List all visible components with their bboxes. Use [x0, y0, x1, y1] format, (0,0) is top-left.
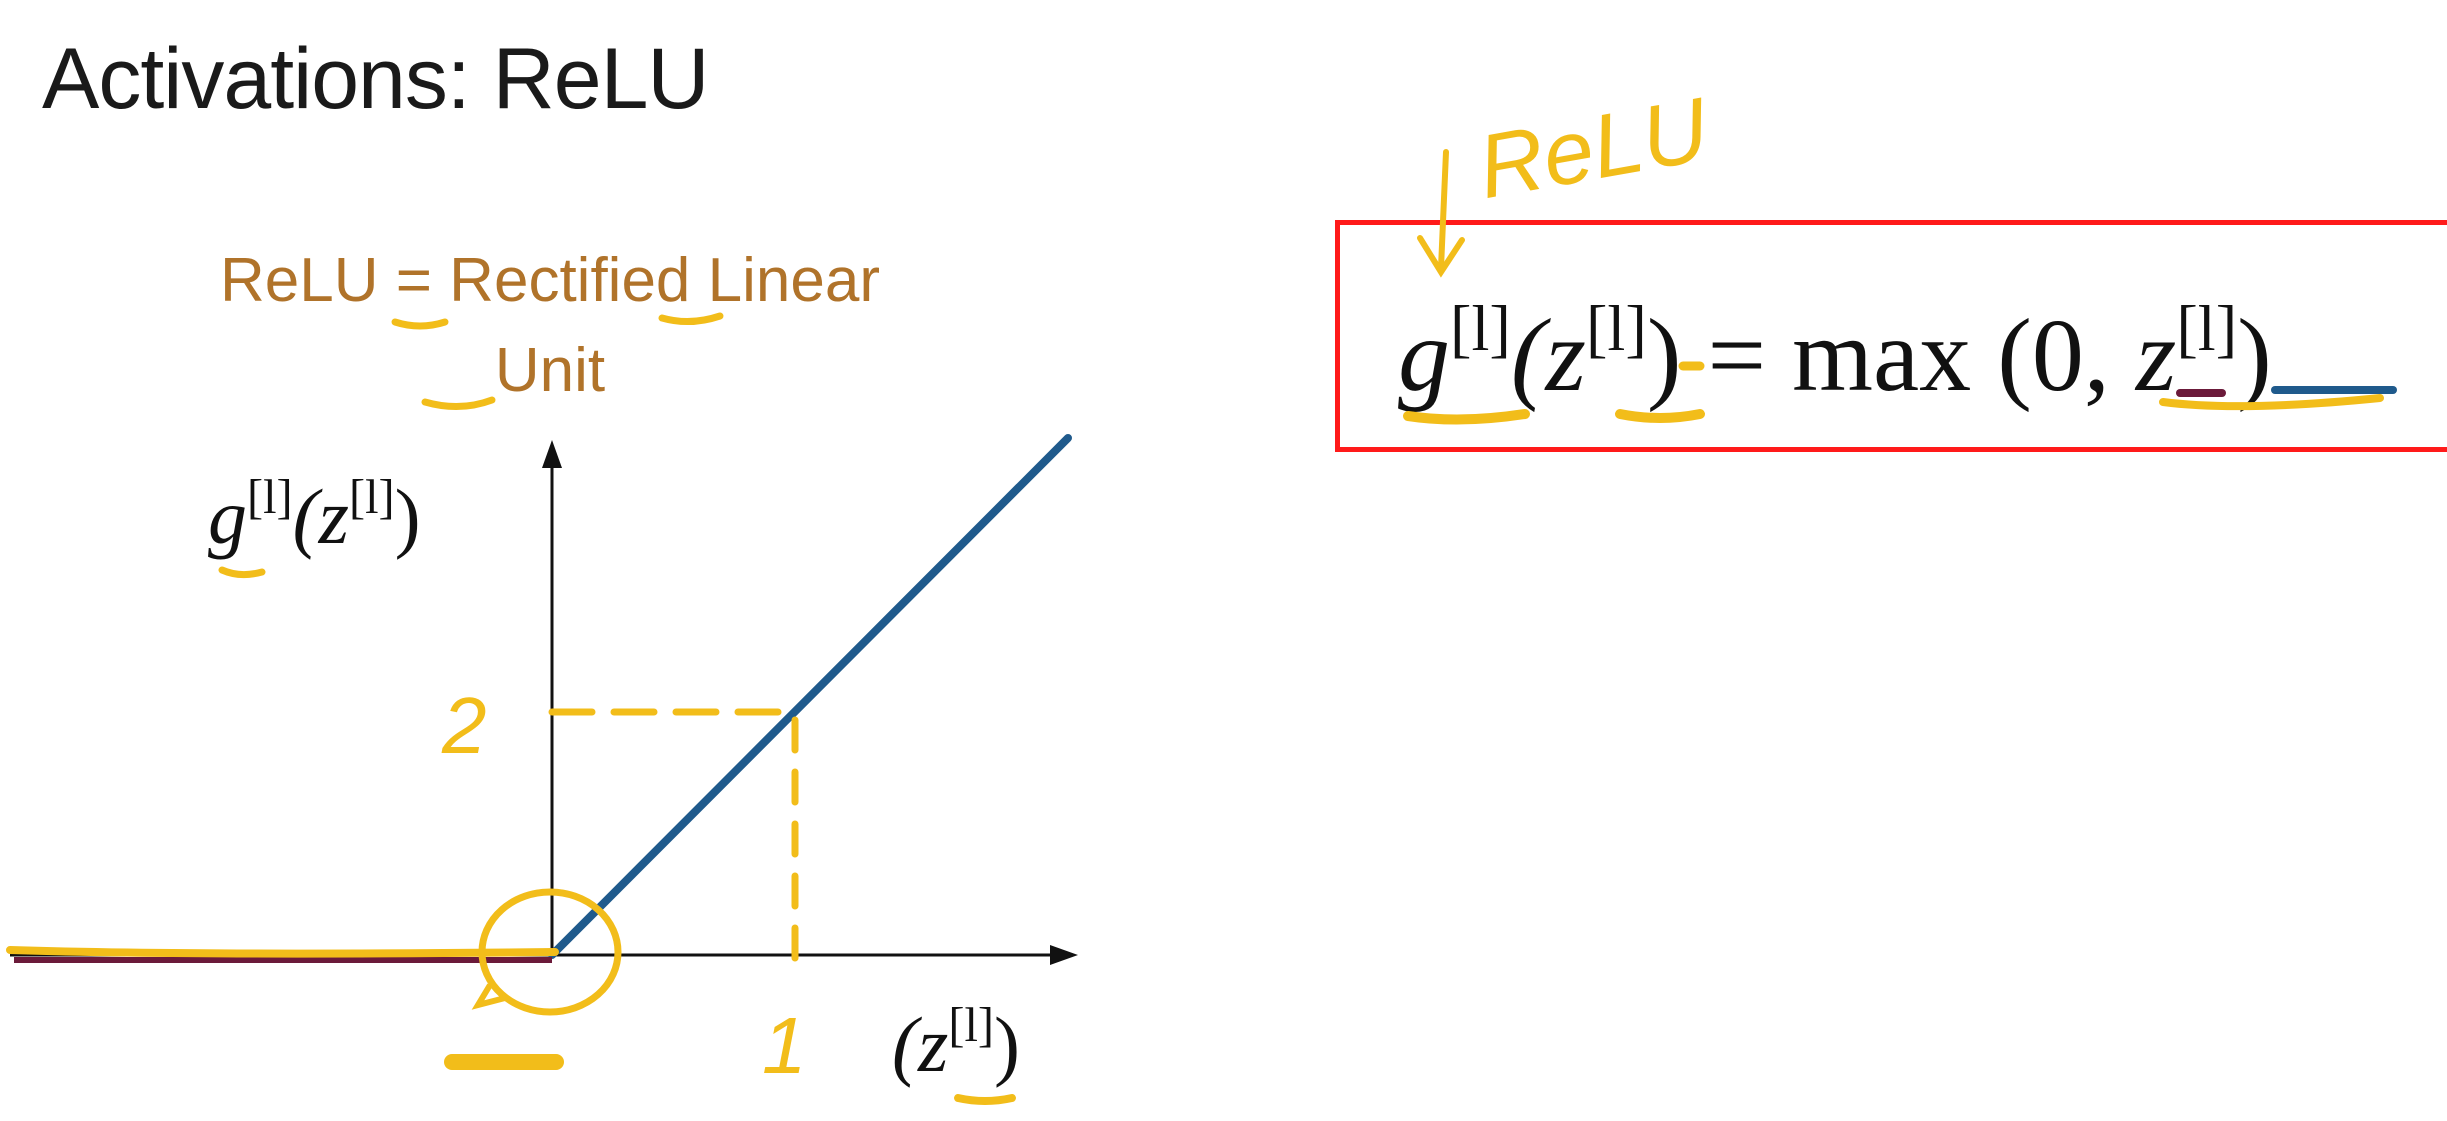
x-label-underline: [954, 1094, 1016, 1105]
x-axis-label: (z[l]): [892, 999, 1020, 1088]
formula-highlight-box: [1335, 220, 2447, 452]
y-axis-arrowhead: [542, 440, 562, 468]
kink-circle: [478, 888, 622, 1016]
formula-underline-g: [1403, 409, 1530, 425]
relu-note-arrow-shaft: [1438, 149, 1449, 271]
zero-segment-highlight: [6, 946, 559, 958]
handwritten-value-one: 1: [762, 1001, 807, 1090]
subtitle-line1: ReLU = Rectified Linear: [220, 246, 880, 315]
relu-note-arrow-head: [1417, 235, 1465, 278]
y-label-underline: [218, 566, 266, 579]
relu-formula: g[l](z[l]) = max (0, z[l]): [1398, 293, 2272, 413]
relu-positive-line: [548, 434, 1072, 959]
y-axis-label: g[l](z[l]): [208, 471, 421, 560]
formula-underline-args: [2159, 394, 2384, 411]
slide-title: Activations: ReLU: [42, 31, 710, 127]
subtitle-line2: Unit: [494, 336, 606, 405]
subtitle-underline-r: [391, 318, 449, 330]
handwritten-value-two: 2: [442, 681, 487, 770]
formula-underline-z: [1615, 409, 1705, 423]
subtitle-underline-l: [658, 312, 724, 325]
x-axis-arrowhead: [1050, 945, 1078, 965]
kink-circle-tail: [471, 983, 506, 1010]
subtitle-underline-u: [421, 396, 496, 411]
